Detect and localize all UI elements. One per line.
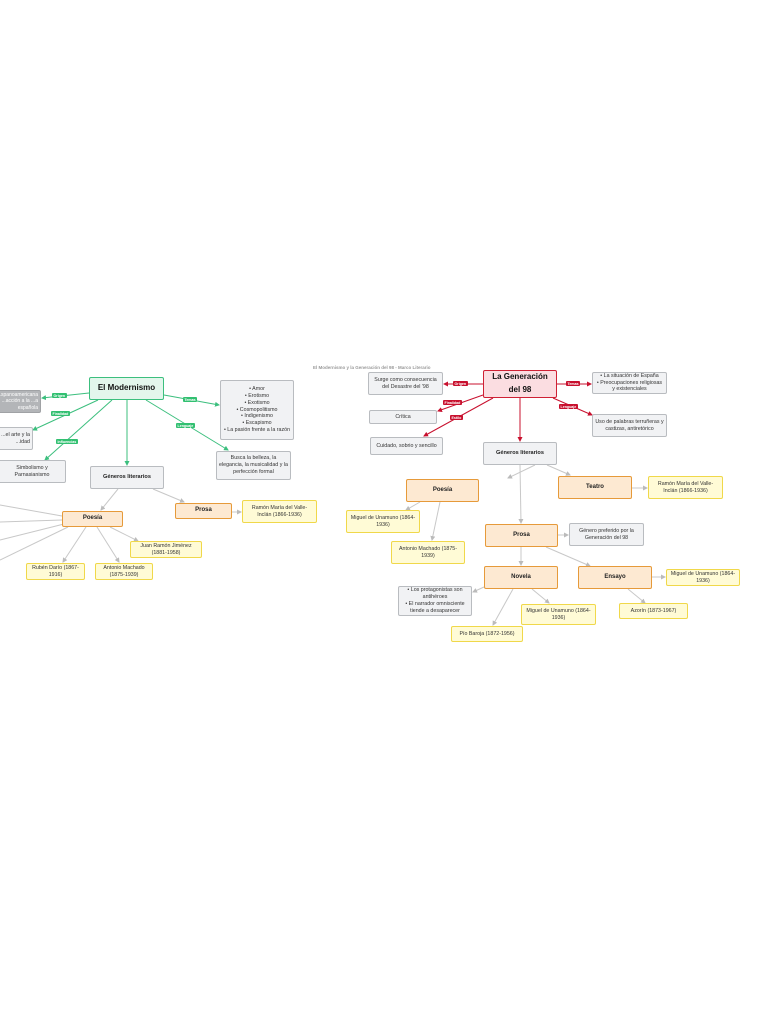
- modernismo-finalidad-node[interactable]: ...el arte y la ...idad: [0, 427, 33, 450]
- modernismo-generos-node[interactable]: Géneros literarios: [90, 466, 164, 489]
- prosa-note-node[interactable]: Género preferido por la Generación del 9…: [569, 523, 644, 546]
- edge-label-influencias: Influencias: [56, 439, 78, 444]
- tema-item: • Exotismo: [244, 399, 270, 406]
- note-item: • Los protagonistas son antihéroes: [407, 587, 463, 601]
- tema-item: • Amor: [249, 385, 265, 392]
- edge-label-temas: Temas: [566, 381, 581, 386]
- map-title: El Modernismo y la Generación del 98 - M…: [313, 365, 431, 370]
- modernismo-influencias-node[interactable]: Simbolismo y Parnasianismo: [0, 460, 66, 483]
- modernismo-prosa-node[interactable]: Prosa: [175, 503, 232, 519]
- author-node[interactable]: Juan Ramón Jiménez (1881-1958): [130, 541, 202, 558]
- author-node[interactable]: Ramón María del Valle-Inclán (1866-1936): [648, 476, 723, 499]
- author-node[interactable]: Antonio Machado (1875-1939): [95, 563, 153, 580]
- tema-item: • Cosmopolitismo: [236, 406, 278, 413]
- generacion-prosa-node[interactable]: Prosa: [485, 524, 558, 547]
- author-node[interactable]: Ramón María del Valle-Inclán (1866-1936): [242, 500, 317, 523]
- author-node[interactable]: Rubén Darío (1867-1916): [26, 563, 85, 580]
- edge-label-finalidad: Finalidad: [443, 400, 462, 405]
- author-node[interactable]: Azorín (1873-1967): [619, 603, 688, 619]
- author-node[interactable]: Antonio Machado (1875-1939): [391, 541, 465, 564]
- edge-label-temas: Temas: [183, 397, 198, 402]
- generacion-generos-node[interactable]: Géneros literarios: [483, 442, 557, 465]
- tema-item: • Escapismo: [242, 420, 272, 427]
- modernismo-main-node[interactable]: El Modernismo: [89, 377, 164, 400]
- generacion-teatro-node[interactable]: Teatro: [558, 476, 632, 499]
- generacion-estilo-node[interactable]: Cuidado, sobrio y sencillo: [370, 437, 443, 455]
- generacion-origen-node[interactable]: Surge como consecuencia del Desastre del…: [368, 372, 443, 395]
- generacion-finalidad-node[interactable]: Crítica: [369, 410, 437, 424]
- tema-item: • Indigenismo: [241, 413, 273, 420]
- generacion-lenguaje-node[interactable]: Uso de palabras terruñeras y castizas, a…: [592, 414, 667, 437]
- generacion-ensayo-node[interactable]: Ensayo: [578, 566, 652, 589]
- modernismo-poesia-node[interactable]: Poesía: [62, 511, 123, 527]
- edge-label-lenguaje: Lenguaje: [176, 423, 195, 428]
- author-node[interactable]: Miguel de Unamuno (1864-1936): [346, 510, 420, 533]
- tema-item: • La pasión frente a la razón: [223, 427, 291, 434]
- author-node[interactable]: Miguel de Unamuno (1864-1936): [666, 569, 740, 586]
- edge-label-origen: Origen: [453, 381, 468, 386]
- generacion-main-node[interactable]: La Generación del 98: [483, 370, 557, 398]
- edge-label-estilo: Estilo: [450, 415, 463, 420]
- edge-label-origen: Origen: [52, 393, 67, 398]
- author-node[interactable]: Pío Baroja (1872-1956): [451, 626, 523, 642]
- tema-item: • Preocupaciones religiosas y existencia…: [596, 379, 663, 393]
- generacion-novela-node[interactable]: Novela: [484, 566, 558, 589]
- tema-item: • La situación de España: [600, 372, 659, 379]
- edge-label-lenguaje: Lenguaje: [559, 404, 578, 409]
- modernismo-temas-node[interactable]: • Amor • Erotismo • Exotismo • Cosmopoli…: [220, 380, 294, 440]
- note-item: • El narrador omnisciente tiende a desap…: [405, 601, 465, 614]
- generacion-poesia-node[interactable]: Poesía: [406, 479, 479, 502]
- author-node[interactable]: Miguel de Unamuno (1864-1936): [521, 604, 596, 625]
- edge-label-finalidad: Finalidad: [51, 411, 70, 416]
- tema-item: • Erotismo: [244, 392, 270, 399]
- novela-note-node[interactable]: • Los protagonistas son antihéroes • El …: [398, 586, 472, 616]
- modernismo-origen-node[interactable]: ...spanoamericana ...acción a la ...a es…: [0, 390, 41, 413]
- modernismo-lenguaje-node[interactable]: Busca la belleza, la elegancia, la music…: [216, 451, 291, 480]
- generacion-temas-node[interactable]: • La situación de España • Preocupacione…: [592, 372, 667, 394]
